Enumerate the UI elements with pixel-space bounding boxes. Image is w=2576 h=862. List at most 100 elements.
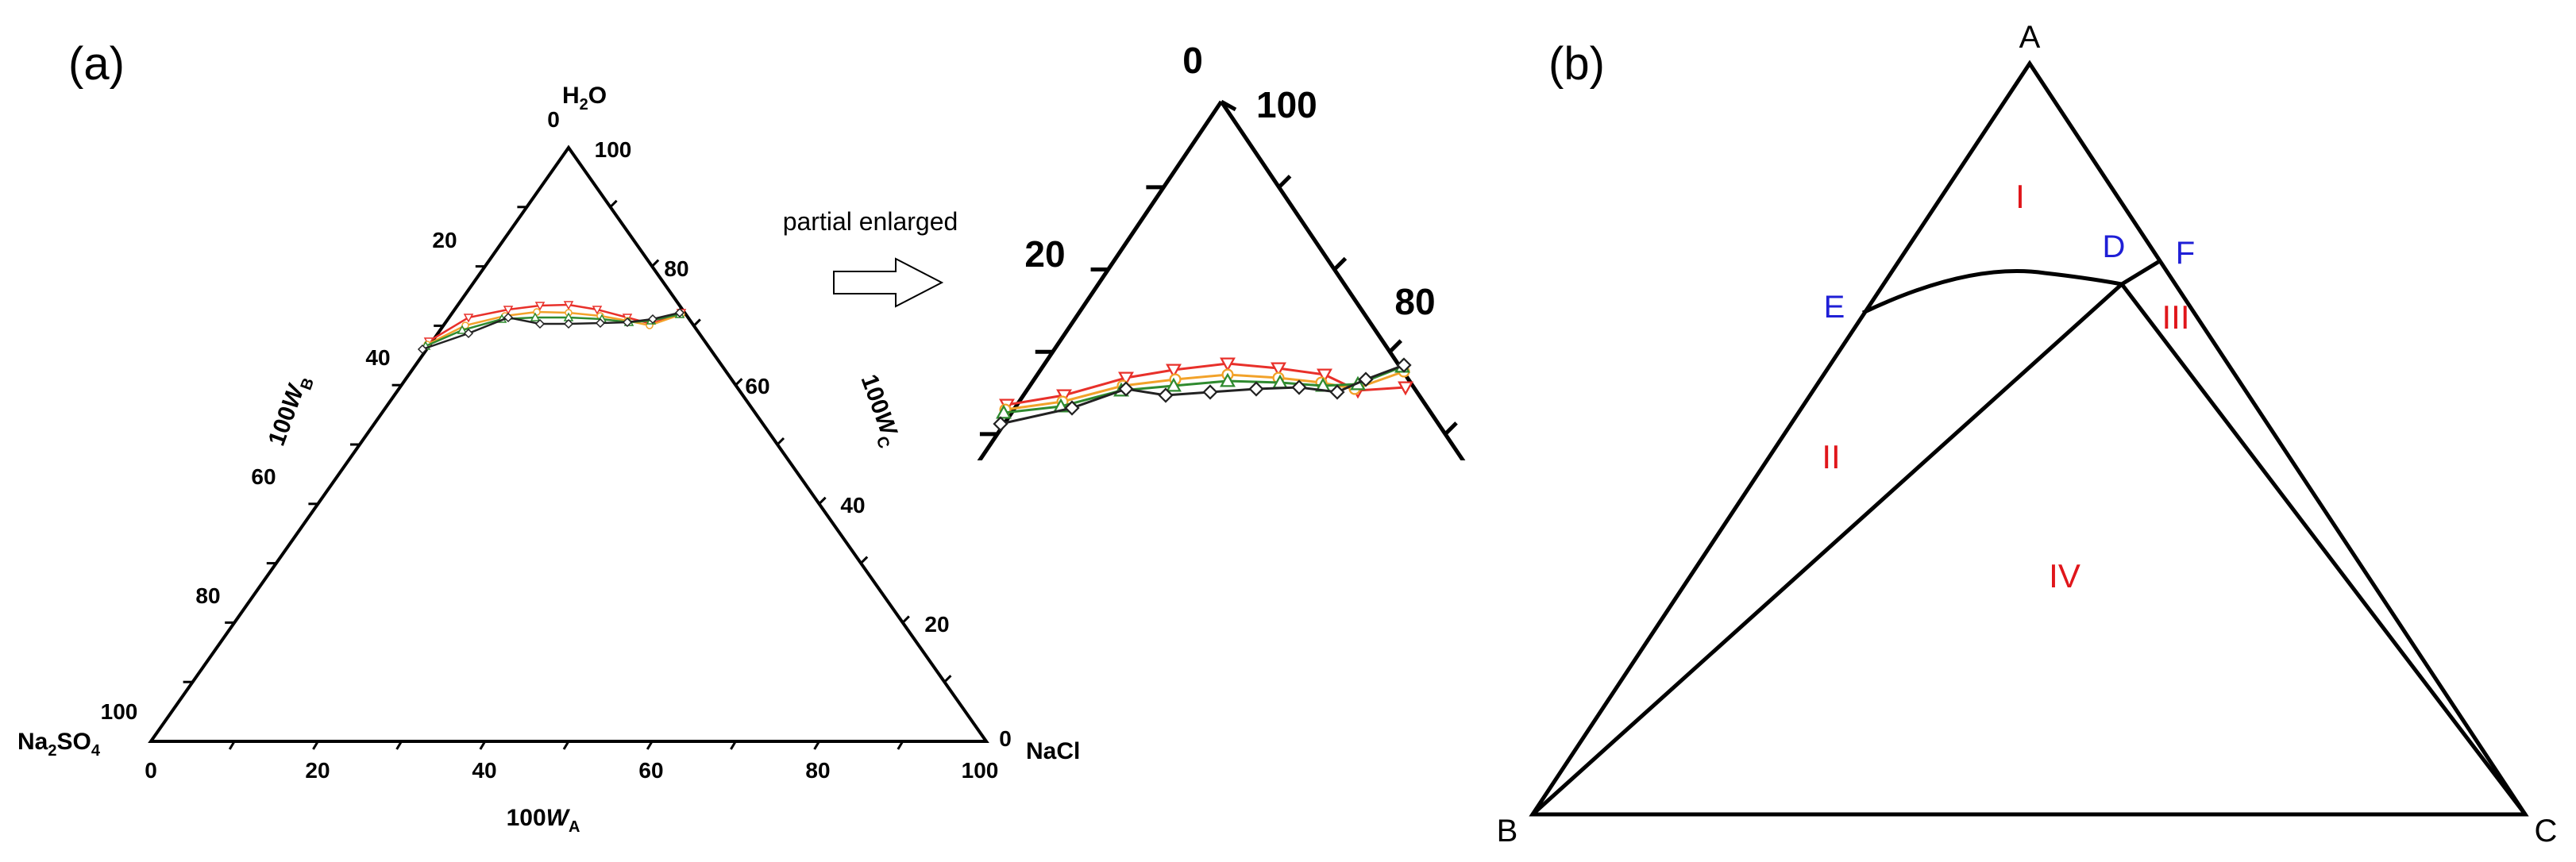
left-corner-label: Na2SO4: [17, 729, 101, 760]
right-corner-zero: 0: [999, 726, 1012, 751]
zoom-marker-green-3: [1166, 377, 1182, 392]
zoom-left-tick-20: 20: [1024, 233, 1065, 275]
top-corner-zero: 0: [547, 107, 560, 132]
zoom-line-black: [1000, 364, 1405, 425]
zoom-series-black: [993, 357, 1412, 432]
tick-bottom-5: [562, 741, 570, 750]
region-II: II: [1822, 438, 1840, 475]
tick-bottom-7: [730, 741, 737, 750]
main-marker-black-7: [647, 314, 658, 325]
main-marker-black-3: [534, 318, 546, 329]
zoom-left-edge: [977, 100, 1224, 460]
right-tick-label-60: 60: [745, 374, 769, 398]
main-marker-red-2: [503, 306, 514, 315]
tick-bottom-2: [312, 741, 319, 750]
vertex-A: A: [2019, 20, 2041, 55]
axis-title-left: 100WB: [264, 371, 318, 451]
tie-line-DB: [1531, 283, 2123, 816]
zoom-marker-black-2: [1118, 381, 1134, 397]
zoom-marker-red-2: [1118, 371, 1134, 387]
bottom-tick-label-60: 60: [638, 758, 663, 783]
ternary-main: 20 40 60 80 80 60 40 20 0 20 40 60 80 10…: [17, 83, 1080, 836]
left-tick-label-80: 80: [195, 583, 220, 608]
zoom-tick-right-3: [1444, 421, 1458, 436]
panel-b-label: (b): [1548, 38, 1605, 90]
region-III: III: [2161, 298, 2189, 336]
zoom-marker-red-3: [1166, 364, 1182, 379]
tick-right-3: [692, 318, 701, 327]
zoom-marker-red-4: [1220, 357, 1236, 372]
zoom-tick-right-1: [1332, 256, 1348, 271]
right-tick-label-80: 80: [664, 256, 688, 281]
zoom-tick-apex: [1220, 99, 1237, 112]
tick-bottom-4: [479, 741, 487, 750]
tick-bottom-3: [395, 741, 403, 750]
main-marker-red-4: [563, 301, 574, 310]
phase-triangle: [1529, 60, 2529, 817]
tick-right-8: [901, 615, 910, 624]
main-marker-black-6: [622, 317, 633, 328]
zoom-marker-black-9: [1396, 357, 1412, 373]
main-marker-red-3: [534, 302, 546, 311]
left-tick-label-40: 40: [365, 345, 390, 370]
left-tick-label-20: 20: [432, 228, 457, 252]
bottom-tick-label-80: 80: [805, 758, 830, 783]
phase-diagram: [1529, 60, 2529, 817]
point-D: D: [2103, 229, 2126, 264]
ternary-main-ticks: [183, 199, 952, 750]
zoom-tick-right-0: [1277, 175, 1292, 189]
main-marker-black-8: [674, 307, 685, 318]
zoom-apex-hundred: 100: [1256, 84, 1317, 125]
main-marker-red-1: [463, 314, 474, 323]
panel-b: (b) A B C D E F I II III IV: [1497, 20, 2558, 849]
main-marker-black-2: [503, 312, 514, 323]
zoom-tick-right-2: [1388, 339, 1403, 353]
right-tick-label-20: 20: [924, 612, 949, 637]
boundary-line-DF: [2120, 260, 2160, 287]
main-marker-green-3: [530, 312, 541, 321]
region-IV: IV: [2049, 557, 2080, 595]
tick-bottom-9: [897, 741, 904, 750]
zoom-marker-red-5: [1271, 362, 1286, 377]
tick-right-1: [609, 199, 618, 208]
main-marker-red-5: [592, 306, 603, 315]
enlarge-arrow-icon: [833, 257, 944, 308]
zoom-marker-black-4: [1202, 384, 1218, 400]
tick-right-9: [943, 675, 952, 683]
tick-right-5: [776, 437, 785, 446]
zoom-marker-black-5: [1248, 381, 1264, 397]
ternary-zoom-ticks: [979, 99, 1458, 437]
solubility-curves-zoom: [993, 357, 1413, 432]
zoom-marker-black-7: [1329, 384, 1345, 400]
point-F: F: [2176, 236, 2195, 271]
axis-title-bottom: 100WA: [507, 805, 580, 836]
bottom-tick-label-0: 0: [145, 758, 157, 783]
top-corner-hundred: 100: [595, 137, 632, 162]
top-corner-label: H2O: [562, 83, 607, 114]
tick-bottom-6: [646, 741, 654, 750]
main-series-green: [420, 309, 685, 350]
main-series-black: [417, 307, 685, 355]
zoom-right-edge: [1219, 100, 1466, 460]
tick-right-2: [651, 259, 660, 267]
main-marker-green-1: [457, 325, 468, 334]
boundary-curve-ED: [1861, 268, 2123, 315]
right-corner-label: NaCl: [1026, 738, 1080, 764]
main-marker-black-5: [595, 317, 606, 329]
tick-bottom-8: [813, 741, 820, 750]
zoom-marker-black-6: [1291, 379, 1307, 395]
zoom-marker-black-0: [993, 416, 1008, 432]
left-corner-hundred: 100: [101, 699, 138, 724]
zoom-marker-green-0: [996, 404, 1012, 419]
bottom-tick-label-20: 20: [305, 758, 330, 783]
panel-a-label: (a): [68, 38, 125, 90]
tie-line-DC: [2120, 283, 2527, 816]
tick-right-4: [735, 378, 743, 387]
zoom-right-tick-80: 80: [1394, 281, 1435, 322]
axis-title-right: 100WC: [851, 371, 905, 451]
bottom-tick-label-40: 40: [472, 758, 496, 783]
zoom-series-green: [996, 358, 1410, 419]
ternary-zoom: 0 100 20 80: [977, 40, 1466, 460]
left-tick-label-60: 60: [251, 464, 276, 489]
